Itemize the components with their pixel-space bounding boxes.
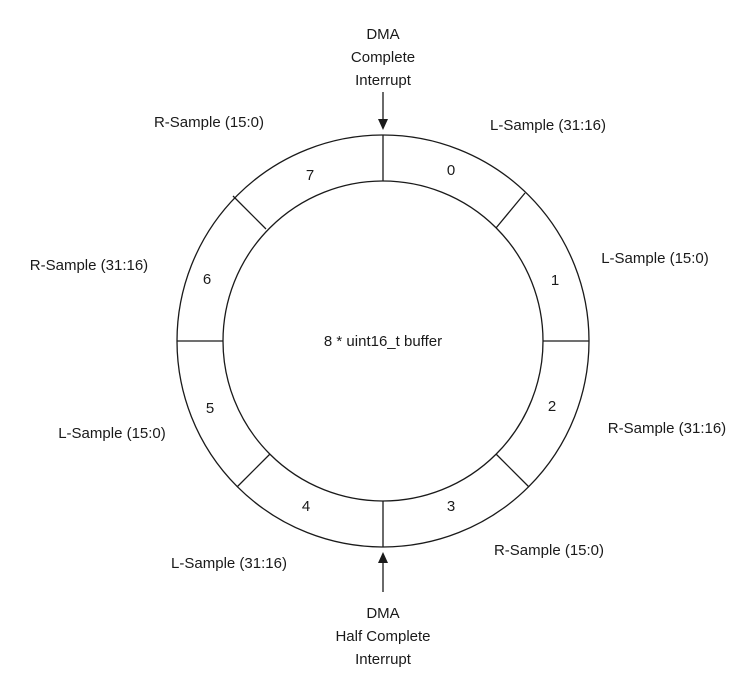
top-arrow-head — [378, 119, 388, 130]
segment-label-5: L-Sample (15:0) — [58, 425, 166, 442]
divider-5 — [236, 453, 271, 488]
segment-index-0: 0 — [447, 162, 455, 179]
top-interrupt-line-2: Complete — [351, 49, 415, 66]
bottom-interrupt-line-1: DMA — [366, 605, 399, 622]
divider-3 — [495, 453, 530, 488]
segment-label-3: R-Sample (15:0) — [494, 542, 604, 559]
segment-label-1: L-Sample (15:0) — [601, 250, 709, 267]
bottom-arrow-head — [378, 552, 388, 563]
bottom-interrupt-line-2: Half Complete — [335, 628, 430, 645]
top-interrupt-line-1: DMA — [366, 26, 399, 43]
segment-label-0: L-Sample (31:16) — [490, 117, 606, 134]
segment-label-7: R-Sample (15:0) — [154, 114, 264, 131]
segment-label-6: R-Sample (31:16) — [30, 257, 148, 274]
divider-7 — [232, 195, 267, 230]
segment-index-6: 6 — [203, 271, 211, 288]
segment-index-1: 1 — [551, 272, 559, 289]
center-label: 8 * uint16_t buffer — [324, 333, 442, 350]
segment-index-4: 4 — [302, 498, 310, 515]
segment-label-2: R-Sample (31:16) — [608, 420, 726, 437]
segment-index-5: 5 — [206, 400, 214, 417]
segment-index-2: 2 — [548, 398, 556, 415]
segment-index-7: 7 — [306, 167, 314, 184]
segment-label-4: L-Sample (31:16) — [171, 555, 287, 572]
segment-index-3: 3 — [447, 498, 455, 515]
top-interrupt-line-3: Interrupt — [355, 72, 412, 89]
divider-1 — [495, 192, 526, 229]
bottom-interrupt-line-3: Interrupt — [355, 651, 412, 668]
